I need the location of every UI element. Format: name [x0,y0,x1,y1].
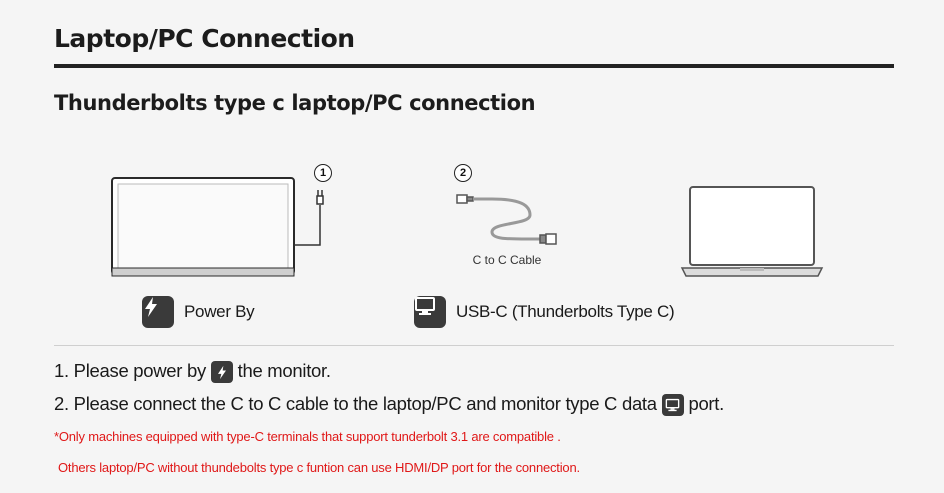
legend-power-label: Power By [184,302,255,321]
legend-usbc-label: USB-C (Thunderbolts Type C) [456,302,675,321]
diagram-graphics [111,177,824,277]
instruction-2-suffix: port. [688,393,724,414]
step-number-2: 2 [454,164,472,182]
laptop-illustration [680,186,824,277]
instruction-2-prefix: 2. Please connect the C to C cable to th… [54,393,657,414]
section-title: Thunderbolts type c laptop/PC connection [54,91,536,115]
instruction-1-prefix: 1. Please power by [54,360,206,381]
compatibility-note: *Only machines equipped with type-C term… [54,429,561,444]
lightning-icon [210,361,233,384]
title-divider [54,64,894,68]
step-number-1: 1 [314,164,332,182]
power-cable-illustration [294,190,324,246]
legend-power: Power By [142,296,255,328]
c-to-c-cable-illustration [456,194,557,245]
monitor-icon [414,296,446,328]
section-divider [54,345,894,346]
monitor-icon [661,394,684,417]
page-title: Laptop/PC Connection [54,24,355,53]
lightning-icon [142,296,174,328]
cable-label: C to C Cable [472,253,542,267]
instruction-1-suffix: the monitor. [237,360,331,381]
legend-usbc: USB-C (Thunderbolts Type C) [414,296,675,328]
alternative-connection-note: Others laptop/PC without thundebolts typ… [58,460,580,475]
instruction-step-1: 1. Please power by the monitor. [54,360,331,384]
portable-monitor-illustration [111,177,295,277]
instruction-step-2: 2. Please connect the C to C cable to th… [54,393,724,417]
connection-diagram: 1 2 C to C Cable Power By USB-C (Thunder… [0,150,944,350]
